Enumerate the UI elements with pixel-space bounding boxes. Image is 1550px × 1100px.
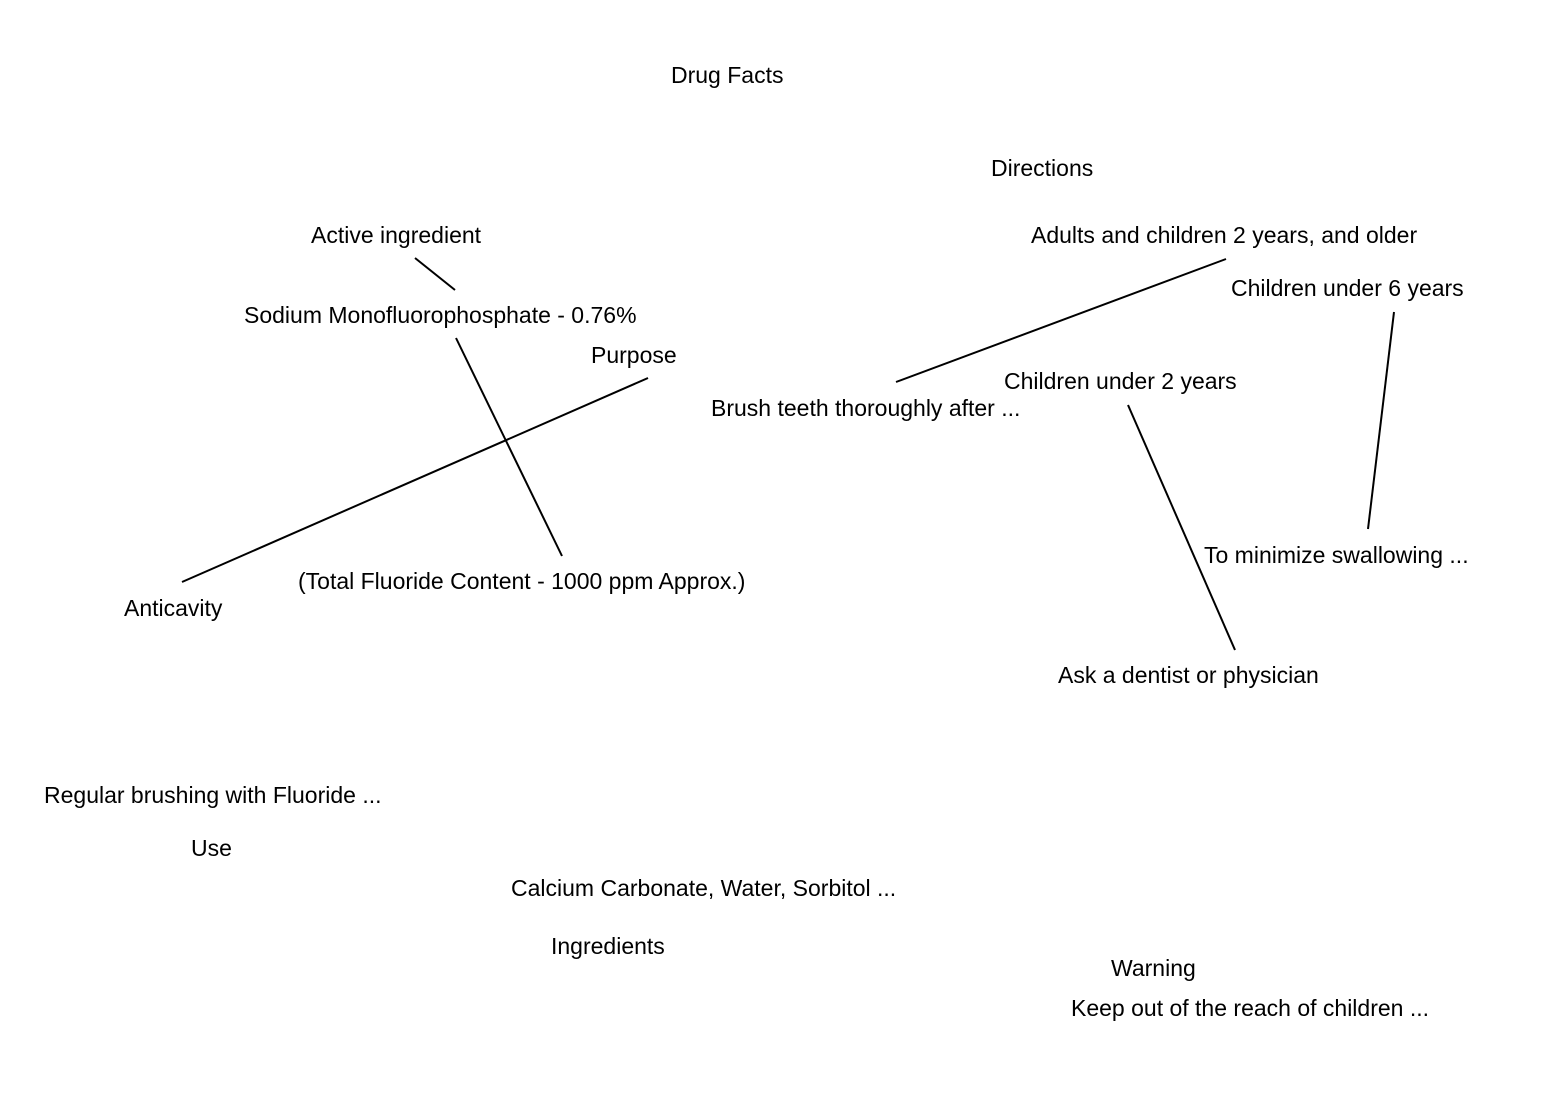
warning-node: Warning [1111, 955, 1196, 981]
connector-children-under-2-ask-dentist [1127, 404, 1236, 651]
connector-children-under-6-minimize [1367, 311, 1395, 530]
connector-sodium-total-fluoride [455, 337, 563, 557]
connector-adults-brush-teeth [895, 258, 1227, 383]
total-fluoride-node: (Total Fluoride Content - 1000 ppm Appro… [298, 568, 746, 594]
keep-out-of-reach-node: Keep out of the reach of children ... [1071, 995, 1430, 1021]
use-node: Use [191, 835, 232, 861]
ask-dentist-node: Ask a dentist or physician [1058, 662, 1319, 688]
brush-teeth-node: Brush teeth thoroughly after ... [711, 395, 1021, 421]
ingredients-node: Ingredients [551, 933, 665, 959]
drug-facts-title: Drug Facts [671, 62, 784, 88]
children-under-2-node: Children under 2 years [1004, 368, 1237, 394]
active-ingredient-node: Active ingredient [311, 222, 482, 248]
sodium-monofluorophosphate-node: Sodium Monofluorophosphate - 0.76% [244, 302, 637, 328]
anticavity-node: Anticavity [124, 595, 223, 621]
calcium-carbonate-node: Calcium Carbonate, Water, Sorbitol ... [511, 875, 897, 901]
children-under-6-node: Children under 6 years [1231, 275, 1464, 301]
connector-active-ingredient-sodium [414, 257, 456, 291]
adults-children-2-node: Adults and children 2 years, and older [1031, 222, 1418, 248]
regular-brushing-node: Regular brushing with Fluoride ... [44, 782, 382, 808]
minimize-swallowing-node: To minimize swallowing ... [1204, 542, 1469, 568]
purpose-node: Purpose [591, 342, 677, 368]
connector-purpose-anticavity [181, 377, 649, 583]
directions-node: Directions [991, 155, 1094, 181]
